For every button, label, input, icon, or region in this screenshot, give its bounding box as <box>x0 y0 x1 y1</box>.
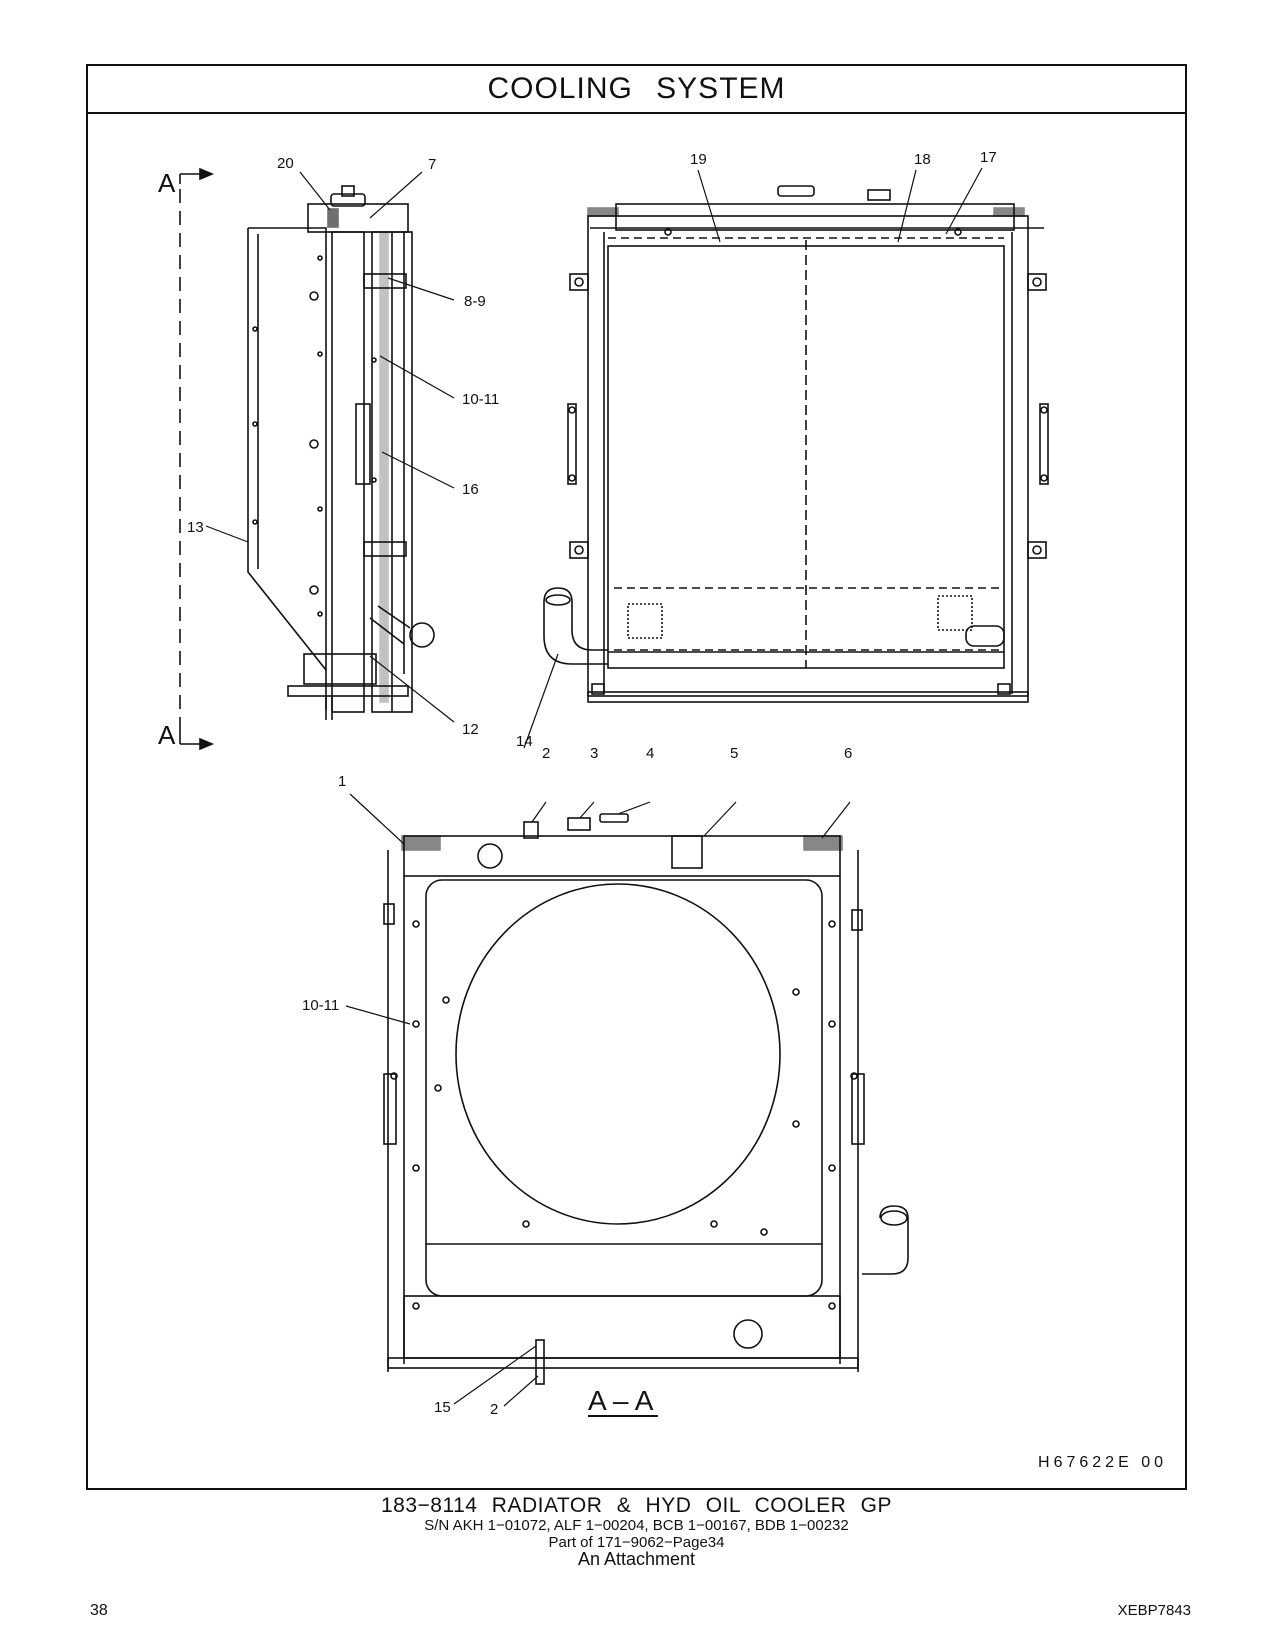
illustration-frame: COOLING SYSTEM A A <box>86 64 1187 1490</box>
callout-4: 4 <box>646 745 654 762</box>
callout-10-11-section: 10-11 <box>302 997 339 1014</box>
section-view <box>383 813 909 1385</box>
callout-8-9: 8-9 <box>464 293 486 310</box>
callout-3: 3 <box>590 745 598 762</box>
section-view-leaders <box>345 793 851 1407</box>
callout-5: 5 <box>730 745 738 762</box>
assembly-title: 183−8114 RADIATOR & HYD OIL COOLER GP <box>381 1494 892 1517</box>
callout-10-11: 10-11 <box>462 391 499 408</box>
page-number: 38 <box>90 1602 108 1619</box>
callout-6: 6 <box>844 745 852 762</box>
callout-13: 13 <box>187 519 204 536</box>
callout-1: 1 <box>338 773 346 790</box>
callout-2: 2 <box>542 745 550 762</box>
side-view <box>247 185 435 720</box>
callout-16: 16 <box>462 481 479 498</box>
callout-17: 17 <box>980 149 997 166</box>
callout-20: 20 <box>277 155 294 172</box>
callout-19: 19 <box>690 151 707 168</box>
callout-2-section: 2 <box>490 1401 498 1418</box>
callout-12: 12 <box>462 721 479 738</box>
document-id: XEBP7843 <box>1117 1602 1191 1619</box>
callout-15: 15 <box>434 1399 451 1416</box>
page-title: COOLING SYSTEM <box>88 66 1185 114</box>
part-of-reference: Part of 171−9062−Page34 <box>548 1534 725 1551</box>
section-marker-bottom-label: A <box>158 720 176 750</box>
front-view <box>543 185 1049 703</box>
front-view-leaders <box>523 167 983 749</box>
callout-18: 18 <box>914 151 931 168</box>
attachment-note: An Attachment <box>577 1549 696 1569</box>
side-view-leaders <box>205 171 455 723</box>
section-marker-top: A <box>158 167 215 198</box>
section-marker-top-label: A <box>158 168 176 198</box>
callout-14: 14 <box>516 733 533 750</box>
parts-illustration: A A <box>158 149 1049 1418</box>
callout-7: 7 <box>428 156 436 173</box>
serial-numbers: S/N AKH 1−01072, ALF 1−00204, BCB 1−0016… <box>424 1517 849 1534</box>
drawing-code: H67622E 00 <box>1038 1454 1167 1471</box>
section-view-label: A – A <box>588 1385 654 1416</box>
section-marker-bottom: A <box>158 720 215 751</box>
